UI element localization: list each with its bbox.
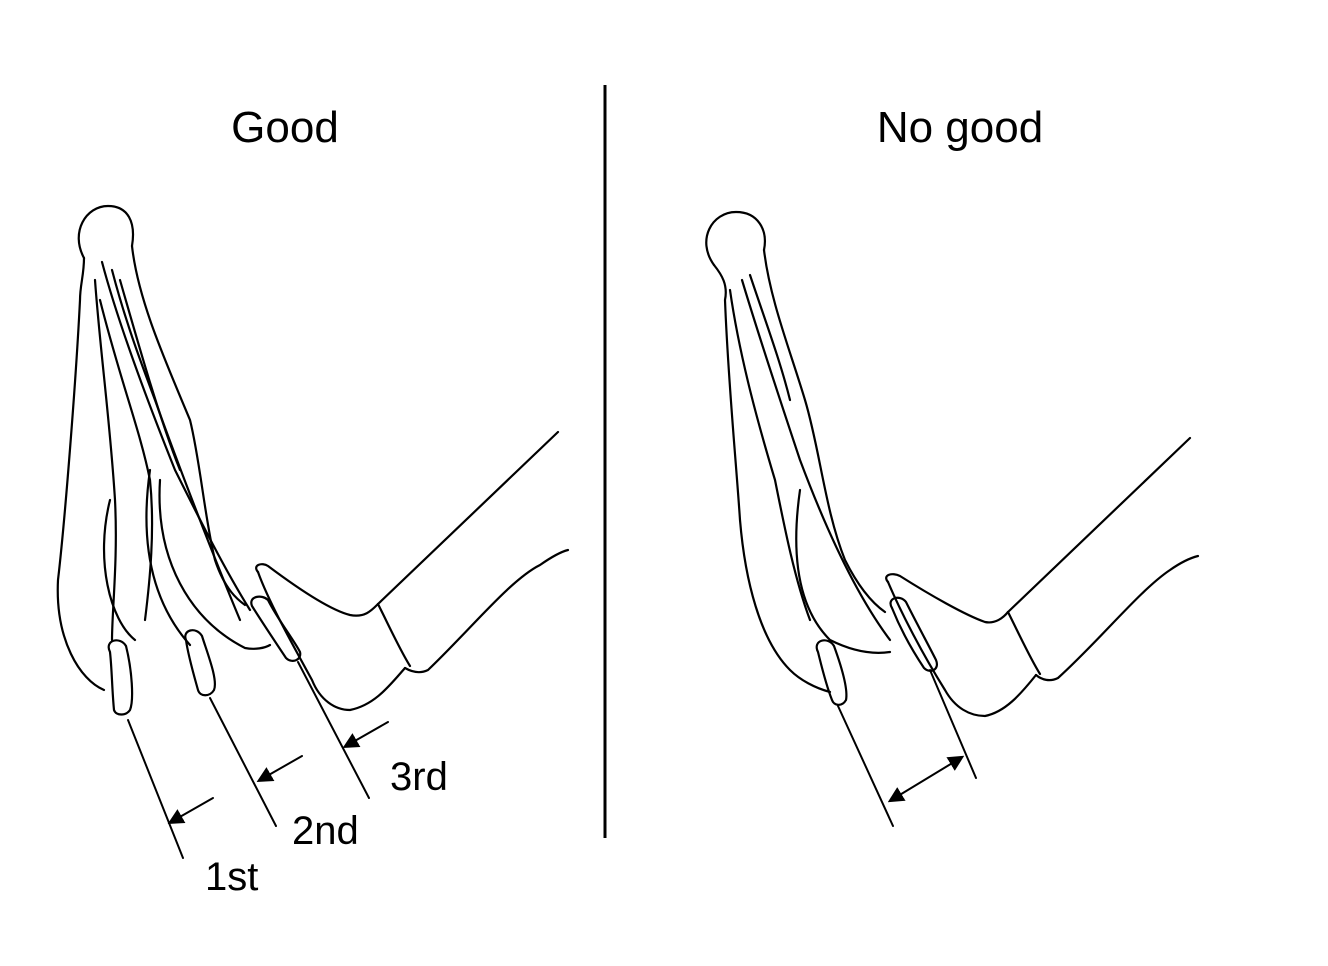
foot-2nd <box>185 630 215 695</box>
foot-1st <box>109 640 132 714</box>
good-swing-figure <box>58 206 568 858</box>
knee <box>79 206 133 258</box>
no-good-heading: No good <box>877 103 1043 152</box>
no-good-panel: No good <box>706 103 1198 826</box>
no-good-swing-figure <box>706 212 1198 826</box>
lower-leg <box>1008 438 1190 612</box>
arrow-3rd <box>353 722 388 742</box>
lower-leg <box>378 432 558 604</box>
label-3rd: 3rd <box>390 755 448 799</box>
knee <box>706 212 765 265</box>
label-1st: 1st <box>205 855 258 899</box>
foot-back <box>817 640 847 705</box>
arrow-1st <box>178 798 213 818</box>
good-panel: Good <box>58 103 568 899</box>
shaft-line-3rd <box>298 662 369 798</box>
label-2nd: 2nd <box>292 809 359 853</box>
shaft-line-back <box>838 706 893 826</box>
gap-double-arrow <box>898 762 954 796</box>
shaft-line-2nd <box>210 698 276 826</box>
shaft-line-1st <box>128 720 183 858</box>
arrow-2nd <box>267 756 302 776</box>
good-heading: Good <box>231 103 339 152</box>
foot-3rd <box>251 597 300 661</box>
